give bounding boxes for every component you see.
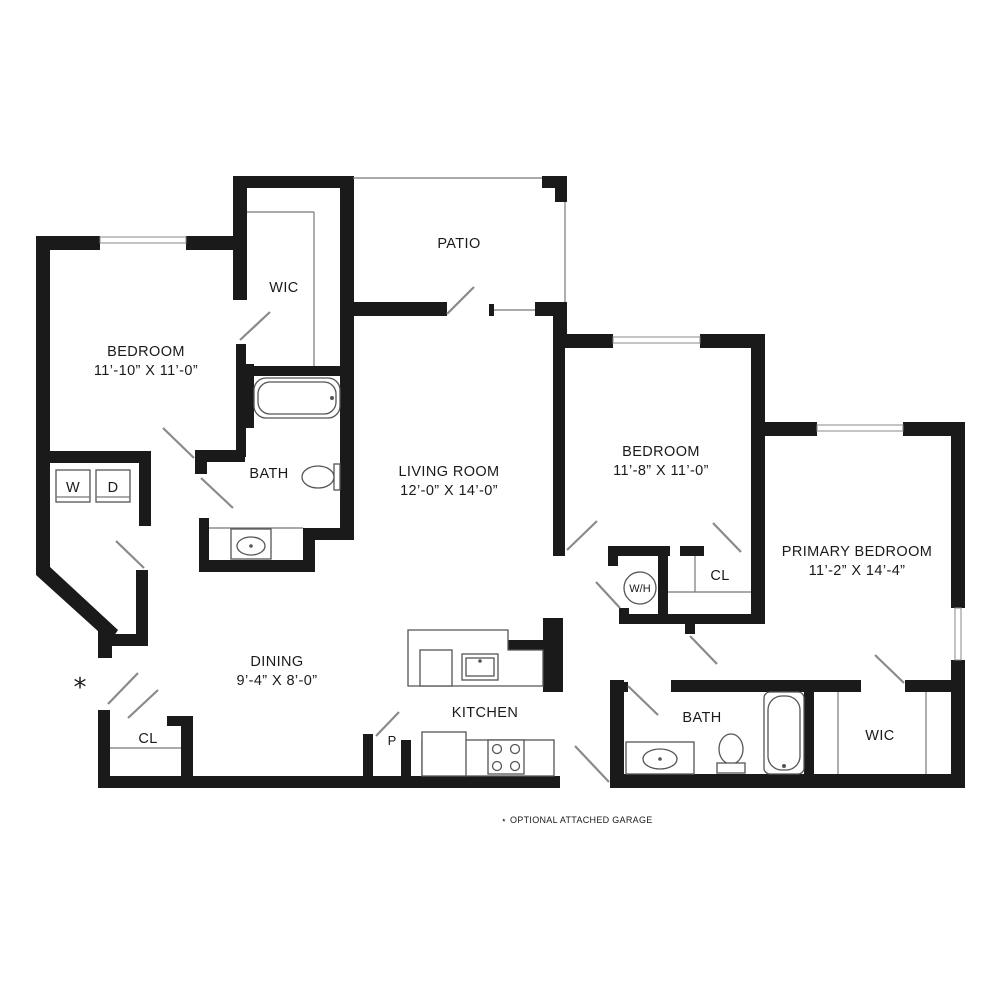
dishwasher-icon xyxy=(419,649,453,687)
fixtures xyxy=(55,377,805,777)
kitchen-label: KITCHEN xyxy=(452,705,518,721)
bath-left-label: BATH xyxy=(249,466,288,482)
primary-bedroom-label: PRIMARY BEDROOM xyxy=(782,544,933,560)
primary-bedroom-dims: 11’-2” X 14’-4” xyxy=(809,563,906,579)
interior-lines xyxy=(110,211,927,774)
footnote-text: OPTIONAL ATTACHED GARAGE xyxy=(510,815,653,825)
stove-icon xyxy=(487,739,525,775)
dining-dims: 9’-4” X 8’-0” xyxy=(237,673,318,689)
closet-dining-label: CL xyxy=(138,731,157,747)
refrigerator-icon xyxy=(421,731,467,777)
footnote: * ⋆ OPTIONAL ATTACHED GARAGE xyxy=(74,673,653,825)
sink-icon xyxy=(625,741,695,775)
bedroom-mid-label: BEDROOM xyxy=(622,444,700,460)
windows xyxy=(99,177,962,661)
water-heater-icon xyxy=(623,571,657,605)
doors xyxy=(107,286,905,783)
living-room-dims: 12’-0” X 14’-0” xyxy=(400,483,498,499)
walls xyxy=(36,176,965,788)
toilet-icon xyxy=(301,463,341,491)
room-labels: BEDROOM 11’-10” X 11’-0” WIC PATIO BATH … xyxy=(94,236,932,748)
closet-mid-label: CL xyxy=(710,568,729,584)
dryer-label: D xyxy=(108,480,119,496)
wic-right-label: WIC xyxy=(865,728,894,744)
washer-label: W xyxy=(66,480,80,496)
bedroom-mid-dims: 11’-8” X 11’-0” xyxy=(613,463,709,479)
bedroom-left-dims: 11’-10” X 11’-0” xyxy=(94,363,198,379)
footnote-star: ⋆ xyxy=(501,815,507,825)
water-heater-label: W/H xyxy=(629,583,650,595)
bedroom-left-label: BEDROOM xyxy=(107,344,185,360)
bath-right-label: BATH xyxy=(682,710,721,726)
living-room-label: LIVING ROOM xyxy=(398,464,499,480)
appliance-labels: W D W/H xyxy=(66,480,651,595)
dining-label: DINING xyxy=(250,654,303,670)
garage-marker-icon: * xyxy=(74,673,87,703)
wic-left-label: WIC xyxy=(269,280,298,296)
toilet-icon xyxy=(716,733,746,774)
sink-icon xyxy=(230,528,272,560)
pantry-label: P xyxy=(388,733,397,748)
kitchen-sink-icon xyxy=(461,653,499,681)
patio-label: PATIO xyxy=(437,236,480,252)
